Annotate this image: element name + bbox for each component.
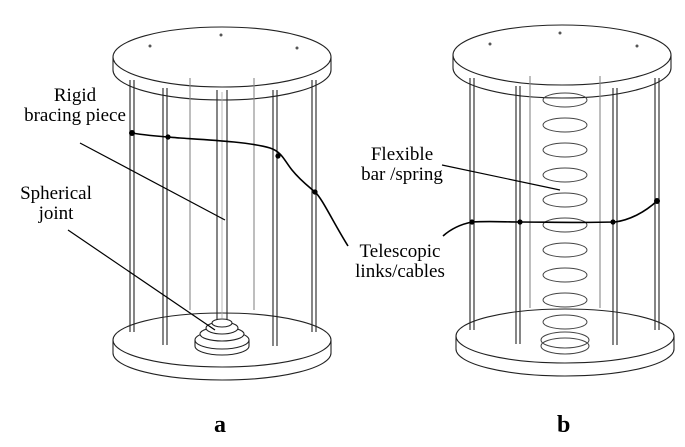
structure-a xyxy=(67,26,349,381)
flexible-bar-label-line1: Flexible xyxy=(370,144,434,165)
posts-b xyxy=(469,76,660,345)
spherical-joint-label-line1: Spherical xyxy=(20,183,92,204)
cable-a xyxy=(129,130,349,247)
spherical-joint-label: Spherical joint xyxy=(6,184,106,224)
flexible-bar-label-line2: bar /spring xyxy=(361,164,443,185)
cable-b xyxy=(442,198,660,237)
posts-a xyxy=(129,78,317,346)
telescopic-links-label: Telescopic links/cables xyxy=(340,242,460,282)
rigid-bracing-label-line2: bracing piece xyxy=(24,105,126,126)
spherical-joint xyxy=(194,318,250,356)
leaders-b xyxy=(441,164,561,191)
spherical-joint-label-line2: joint xyxy=(38,203,74,224)
top-plate-a xyxy=(112,26,332,101)
flexible-spring xyxy=(540,92,590,355)
top-plate-b xyxy=(452,24,672,99)
rigid-bracing-piece xyxy=(216,90,228,320)
caption-a: a xyxy=(214,412,226,438)
telescopic-links-label-line1: Telescopic xyxy=(359,241,441,262)
structure-b xyxy=(441,24,675,377)
telescopic-links-label-line2: links/cables xyxy=(355,261,445,282)
caption-b: b xyxy=(557,412,571,438)
flexible-bar-label: Flexible bar /spring xyxy=(352,145,452,185)
rigid-bracing-label: Rigid bracing piece xyxy=(10,86,140,126)
leaders-a xyxy=(67,142,226,331)
rigid-bracing-label-line1: Rigid xyxy=(53,85,97,106)
bottom-plate-b xyxy=(455,308,675,377)
